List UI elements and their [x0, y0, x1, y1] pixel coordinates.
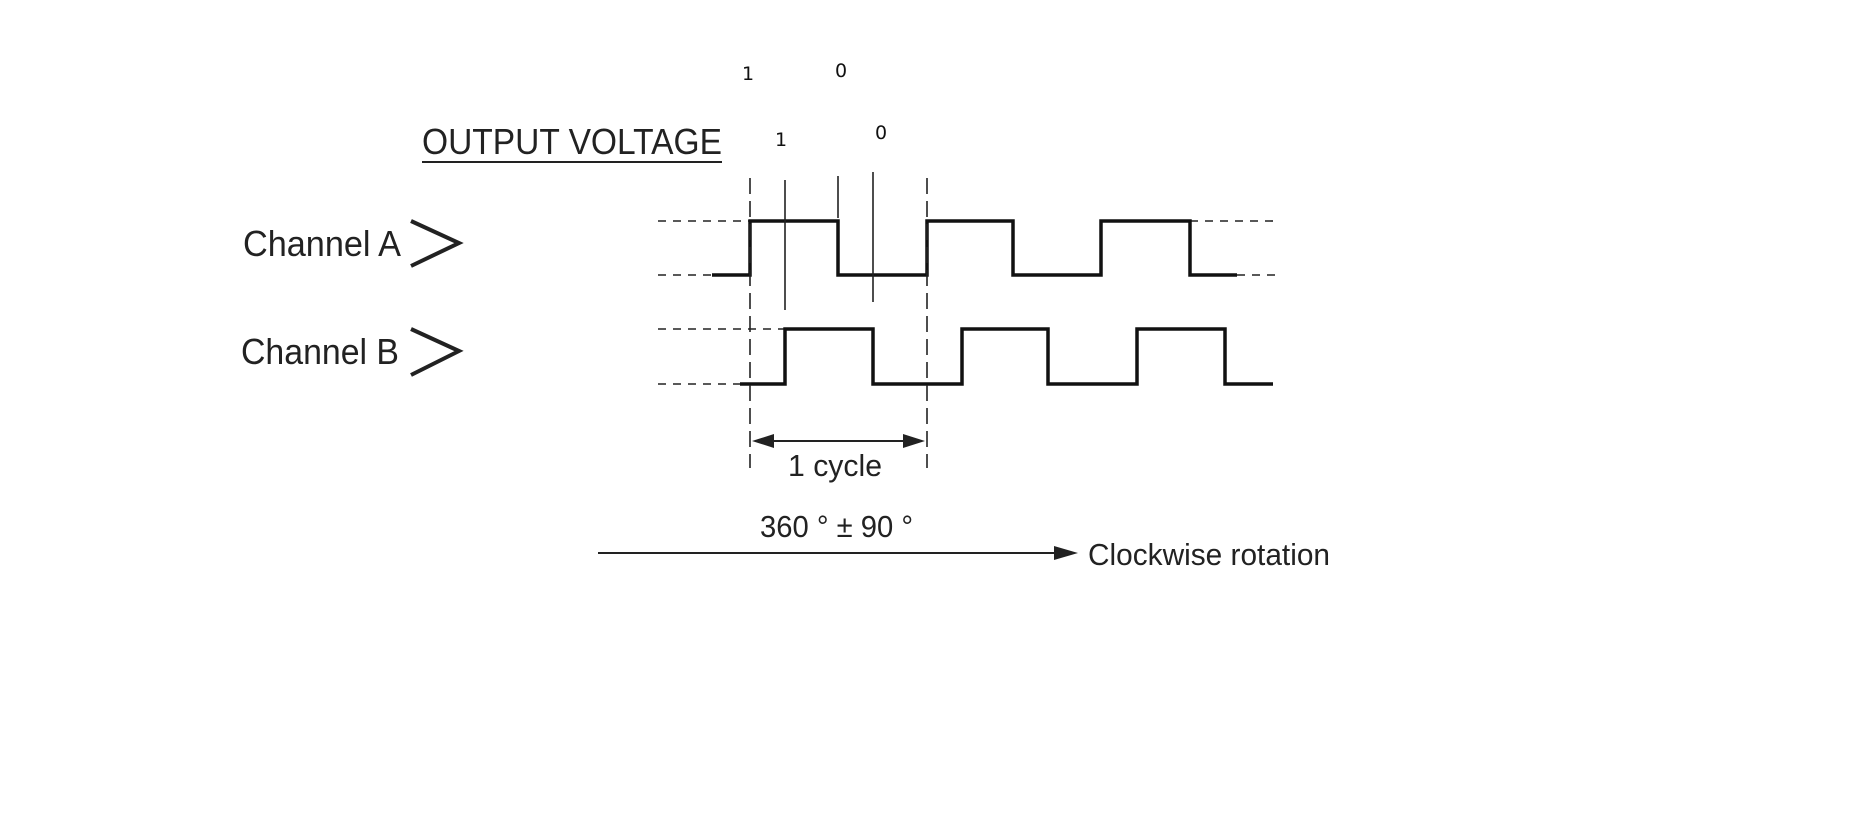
- rotation-arrow: [598, 546, 1078, 560]
- rotation-label: Clockwise rotation: [1088, 537, 1330, 572]
- channel-a-label: Channel A: [243, 223, 401, 264]
- arrowhead-left-icon: [752, 434, 774, 448]
- bit-label-top-1: 1: [742, 63, 754, 85]
- diagram-title: OUTPUT VOLTAGE: [422, 121, 722, 162]
- timing-markers: [749, 172, 928, 468]
- channel-b-waveform: [740, 327, 1273, 386]
- arrowhead-right-icon: [903, 434, 925, 448]
- phase-label: 360 ° ± 90 °: [760, 509, 913, 544]
- cycle-label: 1 cycle: [788, 448, 882, 483]
- channel-a-waveform: [712, 219, 1237, 277]
- bit-label-top-0: 0: [835, 60, 847, 82]
- bit-label-mid-1: 1: [775, 129, 787, 151]
- rotation-arrowhead-icon: [1054, 546, 1078, 560]
- bit-label-mid-0: 0: [875, 122, 887, 144]
- channel-b-label: Channel B: [241, 331, 399, 372]
- channel-b-chevron-icon: [410, 327, 464, 377]
- cycle-dimension-arrow: [752, 434, 925, 448]
- channel-a-chevron-icon: [410, 219, 464, 268]
